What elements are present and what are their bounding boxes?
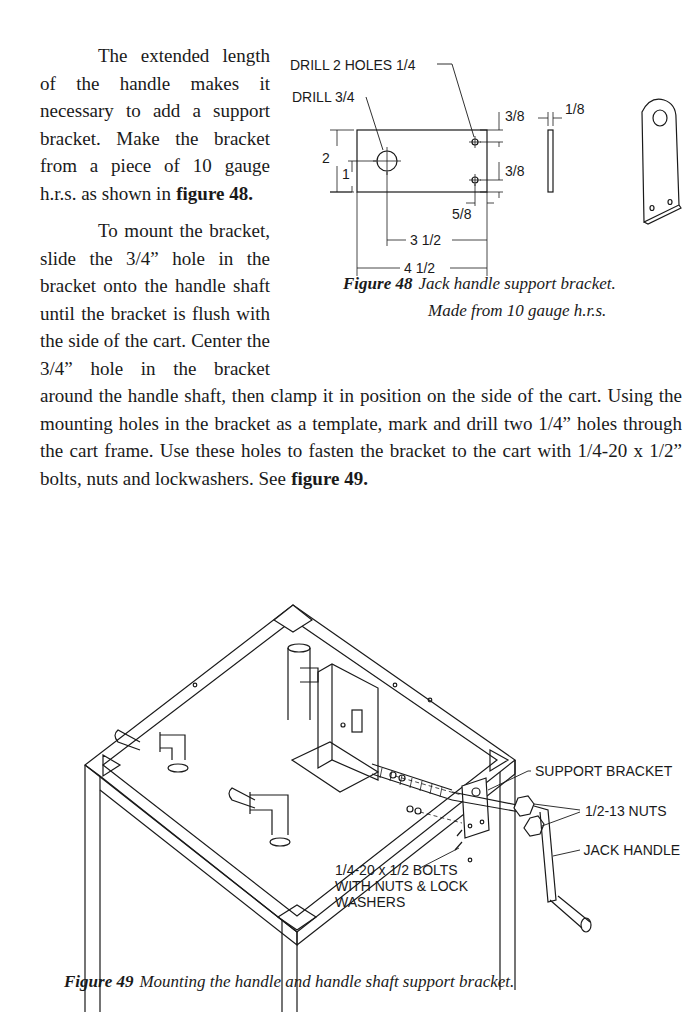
dimension-line: [357, 192, 487, 276]
caption-text: Mounting the handle and handle shaft sup…: [139, 972, 514, 991]
bracket-pictorial: [644, 205, 681, 224]
bracket-outline: [357, 130, 487, 192]
caption-text: Made from 10 gauge h.r.s.: [428, 299, 606, 323]
small-hole: [668, 200, 672, 205]
dimension: 3/8: [505, 108, 524, 124]
paragraph-text: To mount the bracket, slide the 3/4” hol…: [40, 220, 682, 489]
dimension: 2: [322, 150, 330, 166]
figure-caption: Figure 48 Jack handle support bracket.: [343, 272, 616, 296]
callout: 1/4-20 x 1/2 BOLTS WITH NUTS & LOCK WASH…: [335, 862, 475, 910]
support-bracket: [462, 778, 489, 838]
leader-lines: [420, 771, 580, 868]
dimension: 3/8: [505, 163, 524, 179]
figure-number: Figure 48: [343, 274, 412, 293]
figure-reference: figure 49.: [291, 468, 368, 489]
edge-view: [548, 130, 553, 192]
paragraph: To mount the bracket, slide the 3/4” hol…: [40, 217, 682, 492]
centerline: [469, 136, 481, 186]
leader-line: [366, 97, 383, 150]
callout: DRILL 2 HOLES 1/4: [290, 57, 416, 73]
figure-reference: figure 48.: [176, 183, 253, 204]
dimension-line: [466, 184, 494, 276]
callout: SUPPORT BRACKET: [535, 763, 672, 779]
dimension: 5/8: [452, 206, 471, 222]
bracket-pictorial: [642, 99, 679, 222]
figure-caption: Figure 49 Mounting the handle and handle …: [64, 970, 514, 994]
small-hole: [650, 206, 654, 211]
body-text: The extended length of the handle makes …: [40, 42, 682, 492]
dimension-line: [480, 162, 503, 198]
large-hole: [653, 110, 667, 126]
callout: JACK HANDLE: [584, 842, 680, 858]
dimension-line: [538, 112, 562, 126]
dimension: 3 1/2: [410, 232, 441, 248]
dimension: 1: [342, 166, 350, 182]
jack-handle: [452, 792, 591, 932]
bolts-and-washers: [390, 772, 465, 850]
figure-number: Figure 49: [64, 972, 133, 991]
dimension-line: [480, 112, 503, 147]
centerline: [387, 147, 388, 175]
callout: DRILL 3/4: [292, 89, 355, 105]
ball-valve: [115, 730, 290, 846]
jack: [288, 644, 452, 800]
dimension-line: [330, 161, 376, 192]
callout: 1/2-13 NUTS: [585, 803, 667, 819]
paragraph-text: The extended length of the handle makes …: [40, 45, 270, 204]
leader-line: [437, 64, 474, 137]
dimension: 1/8: [565, 101, 584, 117]
caption-text: Jack handle support bracket.: [418, 274, 615, 293]
dimension: 4 1/2: [404, 260, 435, 276]
cart-frame: [85, 605, 515, 1012]
